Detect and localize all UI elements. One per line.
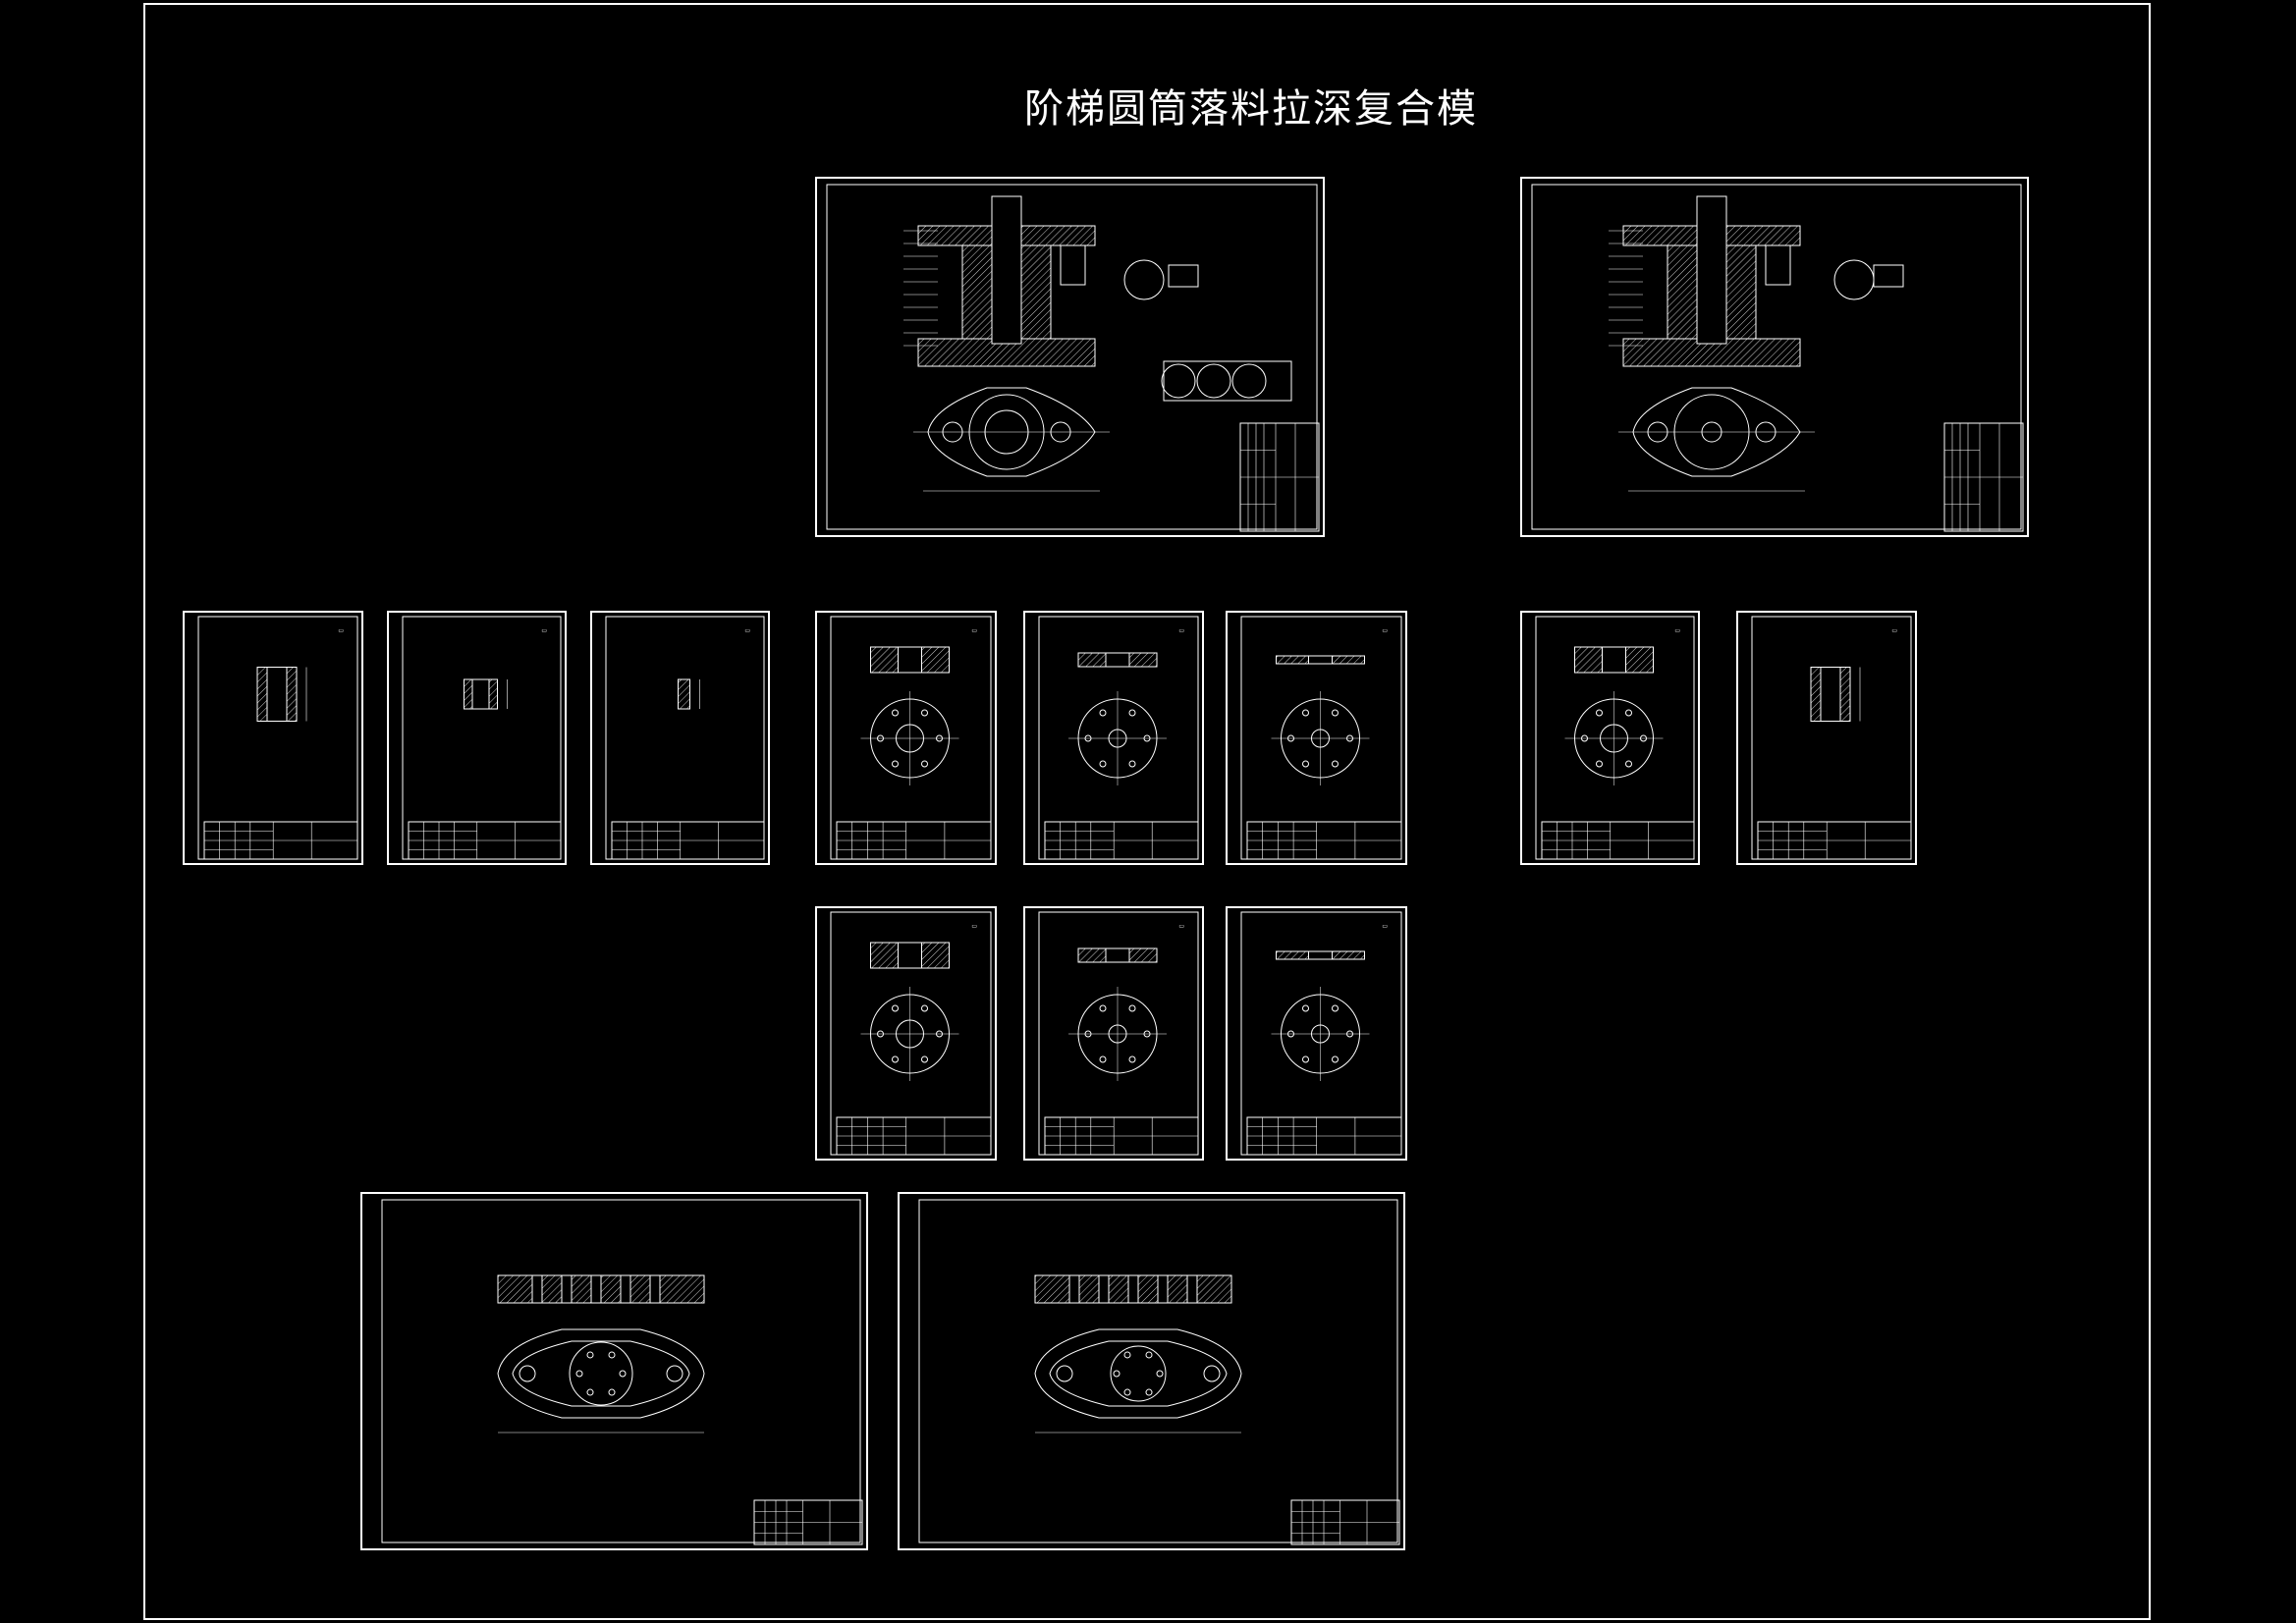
drawing-sheet-assembly-die-assembly (1520, 177, 2029, 537)
sheet-drawing: ▭ (387, 611, 567, 865)
sheet-drawing: ▭ (1226, 611, 1407, 865)
drawing-sheet-base-upper-die-base (898, 1192, 1405, 1550)
sheet-drawing (898, 1192, 1405, 1550)
svg-text:▭: ▭ (1178, 923, 1184, 930)
drawing-sheet-part-plate-ring: ▭ (1520, 611, 1700, 865)
sheet-drawing (815, 177, 1325, 537)
title-block (611, 821, 765, 860)
title-block (1246, 821, 1402, 860)
title-block (408, 821, 562, 860)
svg-text:▭: ▭ (338, 627, 344, 634)
svg-text:▭: ▭ (1891, 627, 1897, 634)
title-block (203, 821, 358, 860)
svg-text:▭: ▭ (1382, 923, 1388, 930)
title-block (753, 1499, 863, 1545)
sheet-drawing (360, 1192, 868, 1550)
drawing-sheet-part-plate-ring: ▭ (815, 611, 997, 865)
svg-text:▭: ▭ (971, 627, 977, 634)
title-block (1044, 821, 1199, 860)
drawing-title: 阶梯圆筒落料拉深复合模 (1024, 86, 1478, 132)
sheet-drawing (1520, 177, 2029, 537)
drawing-sheet-part-plate-thin: ▭ (1226, 906, 1407, 1161)
title-block (1757, 821, 1912, 860)
sheet-drawing: ▭ (590, 611, 770, 865)
svg-text:▭: ▭ (1382, 627, 1388, 634)
title-block (1246, 1116, 1402, 1156)
drawing-sheet-part-stepped-punch: ▭ (387, 611, 567, 865)
title-block (836, 1116, 992, 1156)
svg-text:▭: ▭ (1178, 627, 1184, 634)
drawing-sheet-part-pin: ▭ (590, 611, 770, 865)
drawing-sheet-part-plate-holes: ▭ (1023, 906, 1204, 1161)
svg-text:▭: ▭ (541, 627, 547, 634)
drawing-sheet-part-sleeve: ▭ (1736, 611, 1917, 865)
drawing-sheet-part-plate-holes: ▭ (1023, 611, 1204, 865)
title-block (1943, 422, 2024, 532)
title-block (1541, 821, 1695, 860)
sheet-drawing: ▭ (1520, 611, 1700, 865)
svg-text:▭: ▭ (971, 923, 977, 930)
sheet-drawing: ▭ (1023, 611, 1204, 865)
drawing-border (143, 3, 2151, 1620)
drawing-sheet-part-plate-ring: ▭ (815, 906, 997, 1161)
title-block (1290, 1499, 1400, 1545)
title-block (1044, 1116, 1199, 1156)
sheet-drawing: ▭ (183, 611, 363, 865)
drawing-sheet-base-lower-die-base (360, 1192, 868, 1550)
sheet-drawing: ▭ (1736, 611, 1917, 865)
drawing-sheet-part-plate-thin: ▭ (1226, 611, 1407, 865)
drawing-sheet-assembly-punch-assembly (815, 177, 1325, 537)
sheet-drawing: ▭ (815, 906, 997, 1161)
sheet-drawing: ▭ (1226, 906, 1407, 1161)
sheet-drawing: ▭ (1023, 906, 1204, 1161)
title-block (1239, 422, 1320, 532)
svg-text:▭: ▭ (744, 627, 750, 634)
sheet-drawing: ▭ (815, 611, 997, 865)
title-block (836, 821, 992, 860)
drawing-sheet-part-sleeve: ▭ (183, 611, 363, 865)
svg-text:▭: ▭ (1674, 627, 1680, 634)
